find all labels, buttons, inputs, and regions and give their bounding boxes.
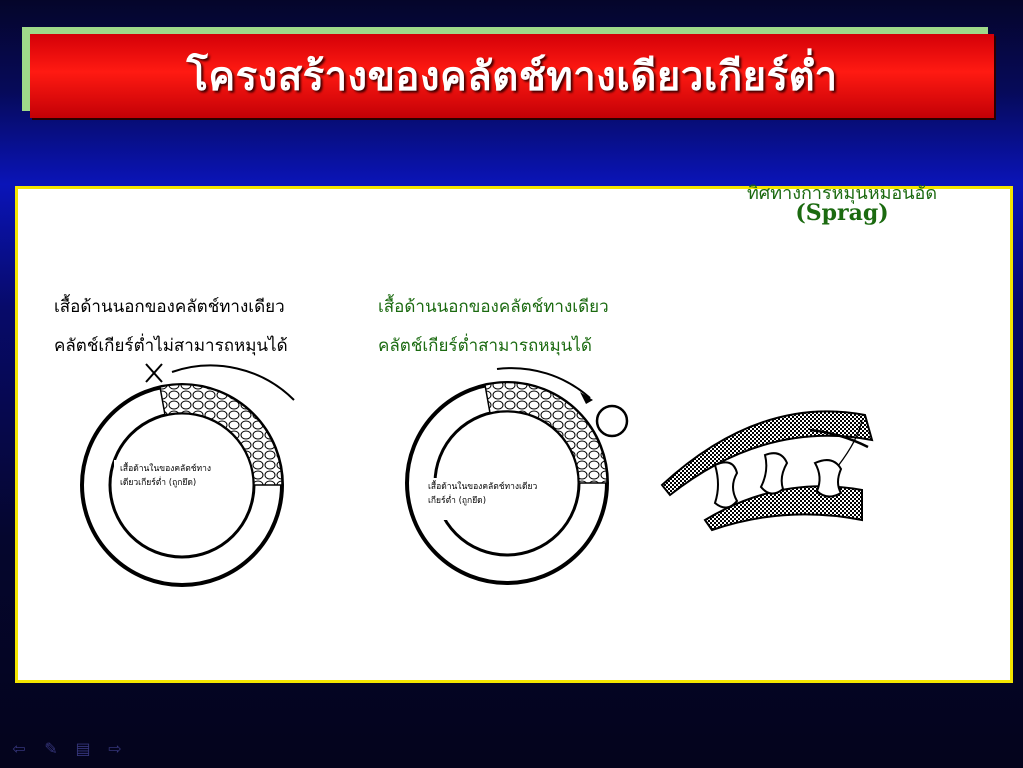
sprag-label-line2: (Sprag) bbox=[795, 200, 889, 226]
middle-clutch-drawing bbox=[405, 367, 629, 585]
left-clutch-drawing bbox=[80, 363, 295, 587]
middle-caption-line1: เสื้อด้านนอกของคลัตช์ทางเดียว bbox=[378, 297, 609, 317]
menu-icon[interactable]: ▤ bbox=[75, 739, 91, 758]
slide-title: โครงสร้างของคลัตช์ทางเดียวเกียร์ต่ำ bbox=[186, 54, 838, 100]
arrow-right-icon[interactable]: ⇨ bbox=[108, 739, 122, 758]
sprag-label-line1: ทิศทางการหมุนหมอนอัด bbox=[746, 183, 938, 204]
middle-inner-note-line1: เสื้อด้านในของคลัตช์ทางเดียว bbox=[428, 482, 538, 492]
left-caption-line1: เสื้อด้านนอกของคลัตช์ทางเดียว bbox=[54, 297, 285, 317]
left-inner-note-line1: เสื้อด้านในของคลัตช์ทาง bbox=[120, 464, 212, 474]
title-bar: โครงสร้างของคลัตช์ทางเดียวเกียร์ต่ำ bbox=[30, 34, 994, 118]
middle-caption-line2: คลัตช์เกียร์ต่ำสามารถหมุนได้ bbox=[378, 336, 592, 356]
arrow-left-icon[interactable]: ⇦ bbox=[12, 739, 26, 758]
left-caption-line2: คลัตช์เกียร์ต่ำไม่สามารถหมุนได้ bbox=[54, 336, 288, 356]
free-rotation-circle bbox=[595, 404, 629, 438]
slide-navigation: ⇦ ✎ ▤ ⇨ bbox=[8, 740, 126, 758]
left-inner-note-line2: เดียวเกียร์ต่ำ (ถูกยึด) bbox=[120, 478, 197, 488]
left-inner-note: เสื้อด้านในของคลัตช์ทาง เดียวเกียร์ต่ำ (… bbox=[114, 460, 218, 502]
sprag-section-drawing bbox=[660, 410, 874, 532]
blocked-x-icon bbox=[145, 363, 163, 383]
middle-inner-note: เสื้อด้านในของคลัตช์ทางเดียว เกียร์ต่ำ (… bbox=[422, 478, 544, 520]
pencil-icon[interactable]: ✎ bbox=[44, 739, 58, 758]
middle-inner-note-line2: เกียร์ต่ำ (ถูกยึด) bbox=[428, 496, 487, 506]
